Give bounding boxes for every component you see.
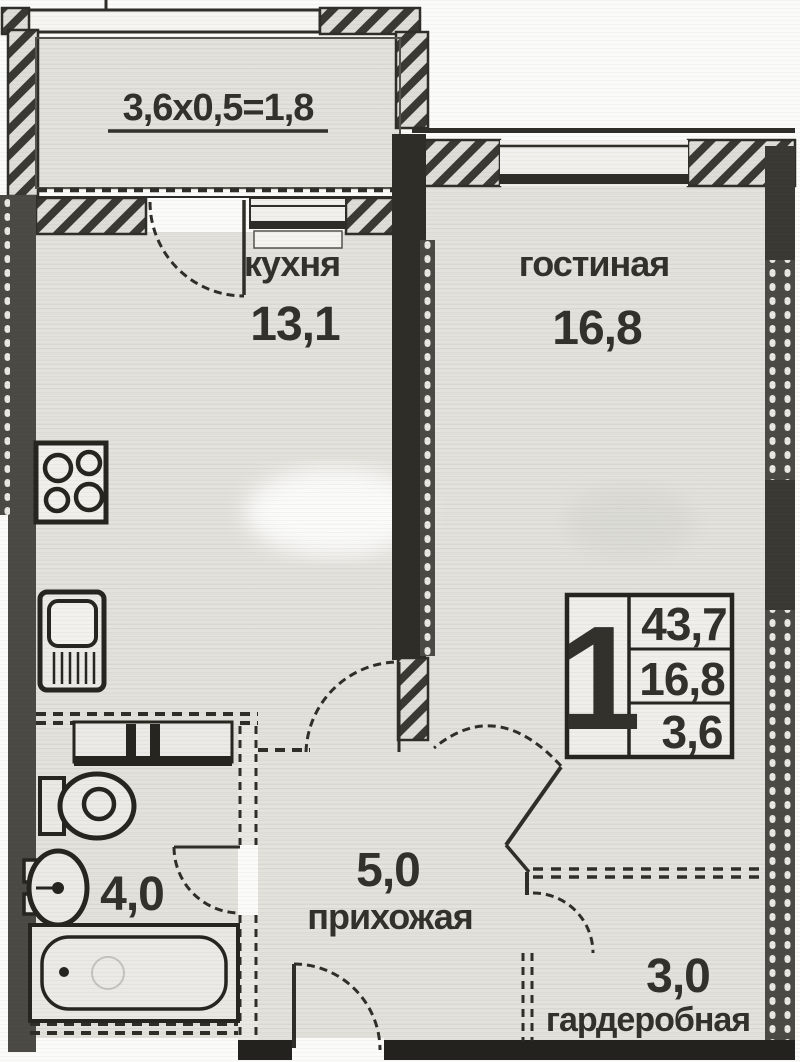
bathroom-area: 4,0	[100, 868, 164, 921]
toilet-bowl-inner	[81, 786, 117, 822]
washbasin-icon	[22, 848, 90, 928]
partition-body	[238, 726, 258, 845]
door-swing-arc	[293, 962, 382, 1051]
wardrobe-area: 3,0	[646, 950, 710, 1003]
wall-end	[396, 656, 430, 742]
burner	[43, 486, 71, 514]
kitchen-balcony-wall	[34, 196, 396, 298]
balcony: 3,6x0,5=1,8	[0, 0, 430, 198]
rooms-count-value: 1	[559, 596, 638, 761]
info-table-frame	[564, 592, 735, 760]
living-window	[500, 140, 688, 186]
bathroom-door	[172, 845, 241, 915]
room-labels: кухня 13,1 гостиная 16,8 5,0 прихожая 4,…	[100, 243, 751, 1039]
hallway-name: прихожая	[307, 896, 473, 937]
bathtub-icon	[28, 923, 240, 1023]
tub	[40, 935, 228, 1011]
right-wall-dotted	[765, 260, 795, 480]
balcony-floor	[36, 38, 400, 190]
doors	[172, 660, 595, 1051]
bathroom-fixtures	[22, 720, 240, 1023]
toilet-icon	[38, 771, 137, 841]
central-wall	[392, 134, 435, 742]
wall-dotted-face	[420, 240, 435, 656]
door-swing-arc	[304, 660, 400, 753]
hall-wardrobe-partition	[504, 843, 534, 1041]
right-wall-dotted	[765, 610, 795, 1040]
door-swing-arc	[433, 724, 563, 768]
outer-wall-line	[412, 128, 795, 133]
living-name: гостиная	[519, 243, 670, 284]
balcony-dimensions-label: 3,6x0,5=1,8	[123, 87, 314, 129]
burner	[42, 452, 74, 484]
balcony-left-wall	[6, 28, 40, 198]
balcony-top-right-wall	[318, 6, 422, 36]
door-leaf	[504, 765, 563, 847]
balcony-top-wall	[26, 8, 322, 34]
bath-hall-partition	[238, 726, 258, 1040]
wall-segment	[344, 196, 396, 236]
door-swing-arc	[148, 201, 245, 298]
vent-base	[74, 756, 232, 766]
entrance-door	[292, 962, 382, 1051]
sink-drainer-lines	[52, 652, 96, 684]
kitchen-fixtures	[33, 440, 109, 693]
total-area-value: 43,7	[641, 598, 727, 650]
kitchen-sink-icon	[37, 589, 107, 693]
kitchen-name: кухня	[244, 243, 340, 284]
window-sill-line	[250, 221, 346, 229]
extra-area-value: 3,6	[662, 706, 723, 758]
right-wall	[765, 146, 795, 260]
wardrobe-door	[532, 891, 595, 954]
balcony-right-wall	[394, 30, 430, 130]
tub-mark	[91, 956, 125, 990]
hall-wardrobe-floor	[258, 754, 765, 1040]
watermark-smudge	[245, 468, 695, 558]
right-wall	[765, 480, 795, 610]
toilet-bowl	[57, 771, 137, 841]
wall-segment	[34, 196, 148, 236]
basin-drain	[52, 882, 64, 894]
tub-drain	[59, 967, 69, 977]
window-sill-line	[500, 174, 688, 184]
living-door	[433, 724, 563, 847]
door-swing-arc	[532, 891, 595, 954]
wall-corner	[504, 843, 531, 874]
kitchen-door	[304, 660, 401, 753]
entrance-opening	[292, 1038, 384, 1062]
living-area-value: 16,8	[639, 653, 725, 705]
balcony-door	[148, 200, 246, 298]
wardrobe-name: гардеробная	[546, 1001, 750, 1039]
left-wall-dotted-face	[0, 195, 10, 515]
info-table: 1 43,7 16,8 3,6	[559, 592, 735, 761]
vent-divider	[150, 724, 160, 758]
living-area-label: 16,8	[552, 302, 642, 355]
balcony-window	[249, 197, 347, 249]
vent-divider	[126, 724, 136, 758]
vent-shaft	[72, 720, 234, 766]
burner	[75, 449, 103, 477]
hallway-area: 5,0	[356, 844, 420, 897]
window-sill	[253, 230, 343, 249]
partition-body	[238, 915, 258, 1040]
living-top-wall	[410, 128, 797, 188]
kitchen-area: 13,1	[250, 298, 340, 351]
burner	[73, 481, 105, 513]
stove-icon	[33, 440, 109, 525]
sink-basin	[47, 599, 98, 648]
